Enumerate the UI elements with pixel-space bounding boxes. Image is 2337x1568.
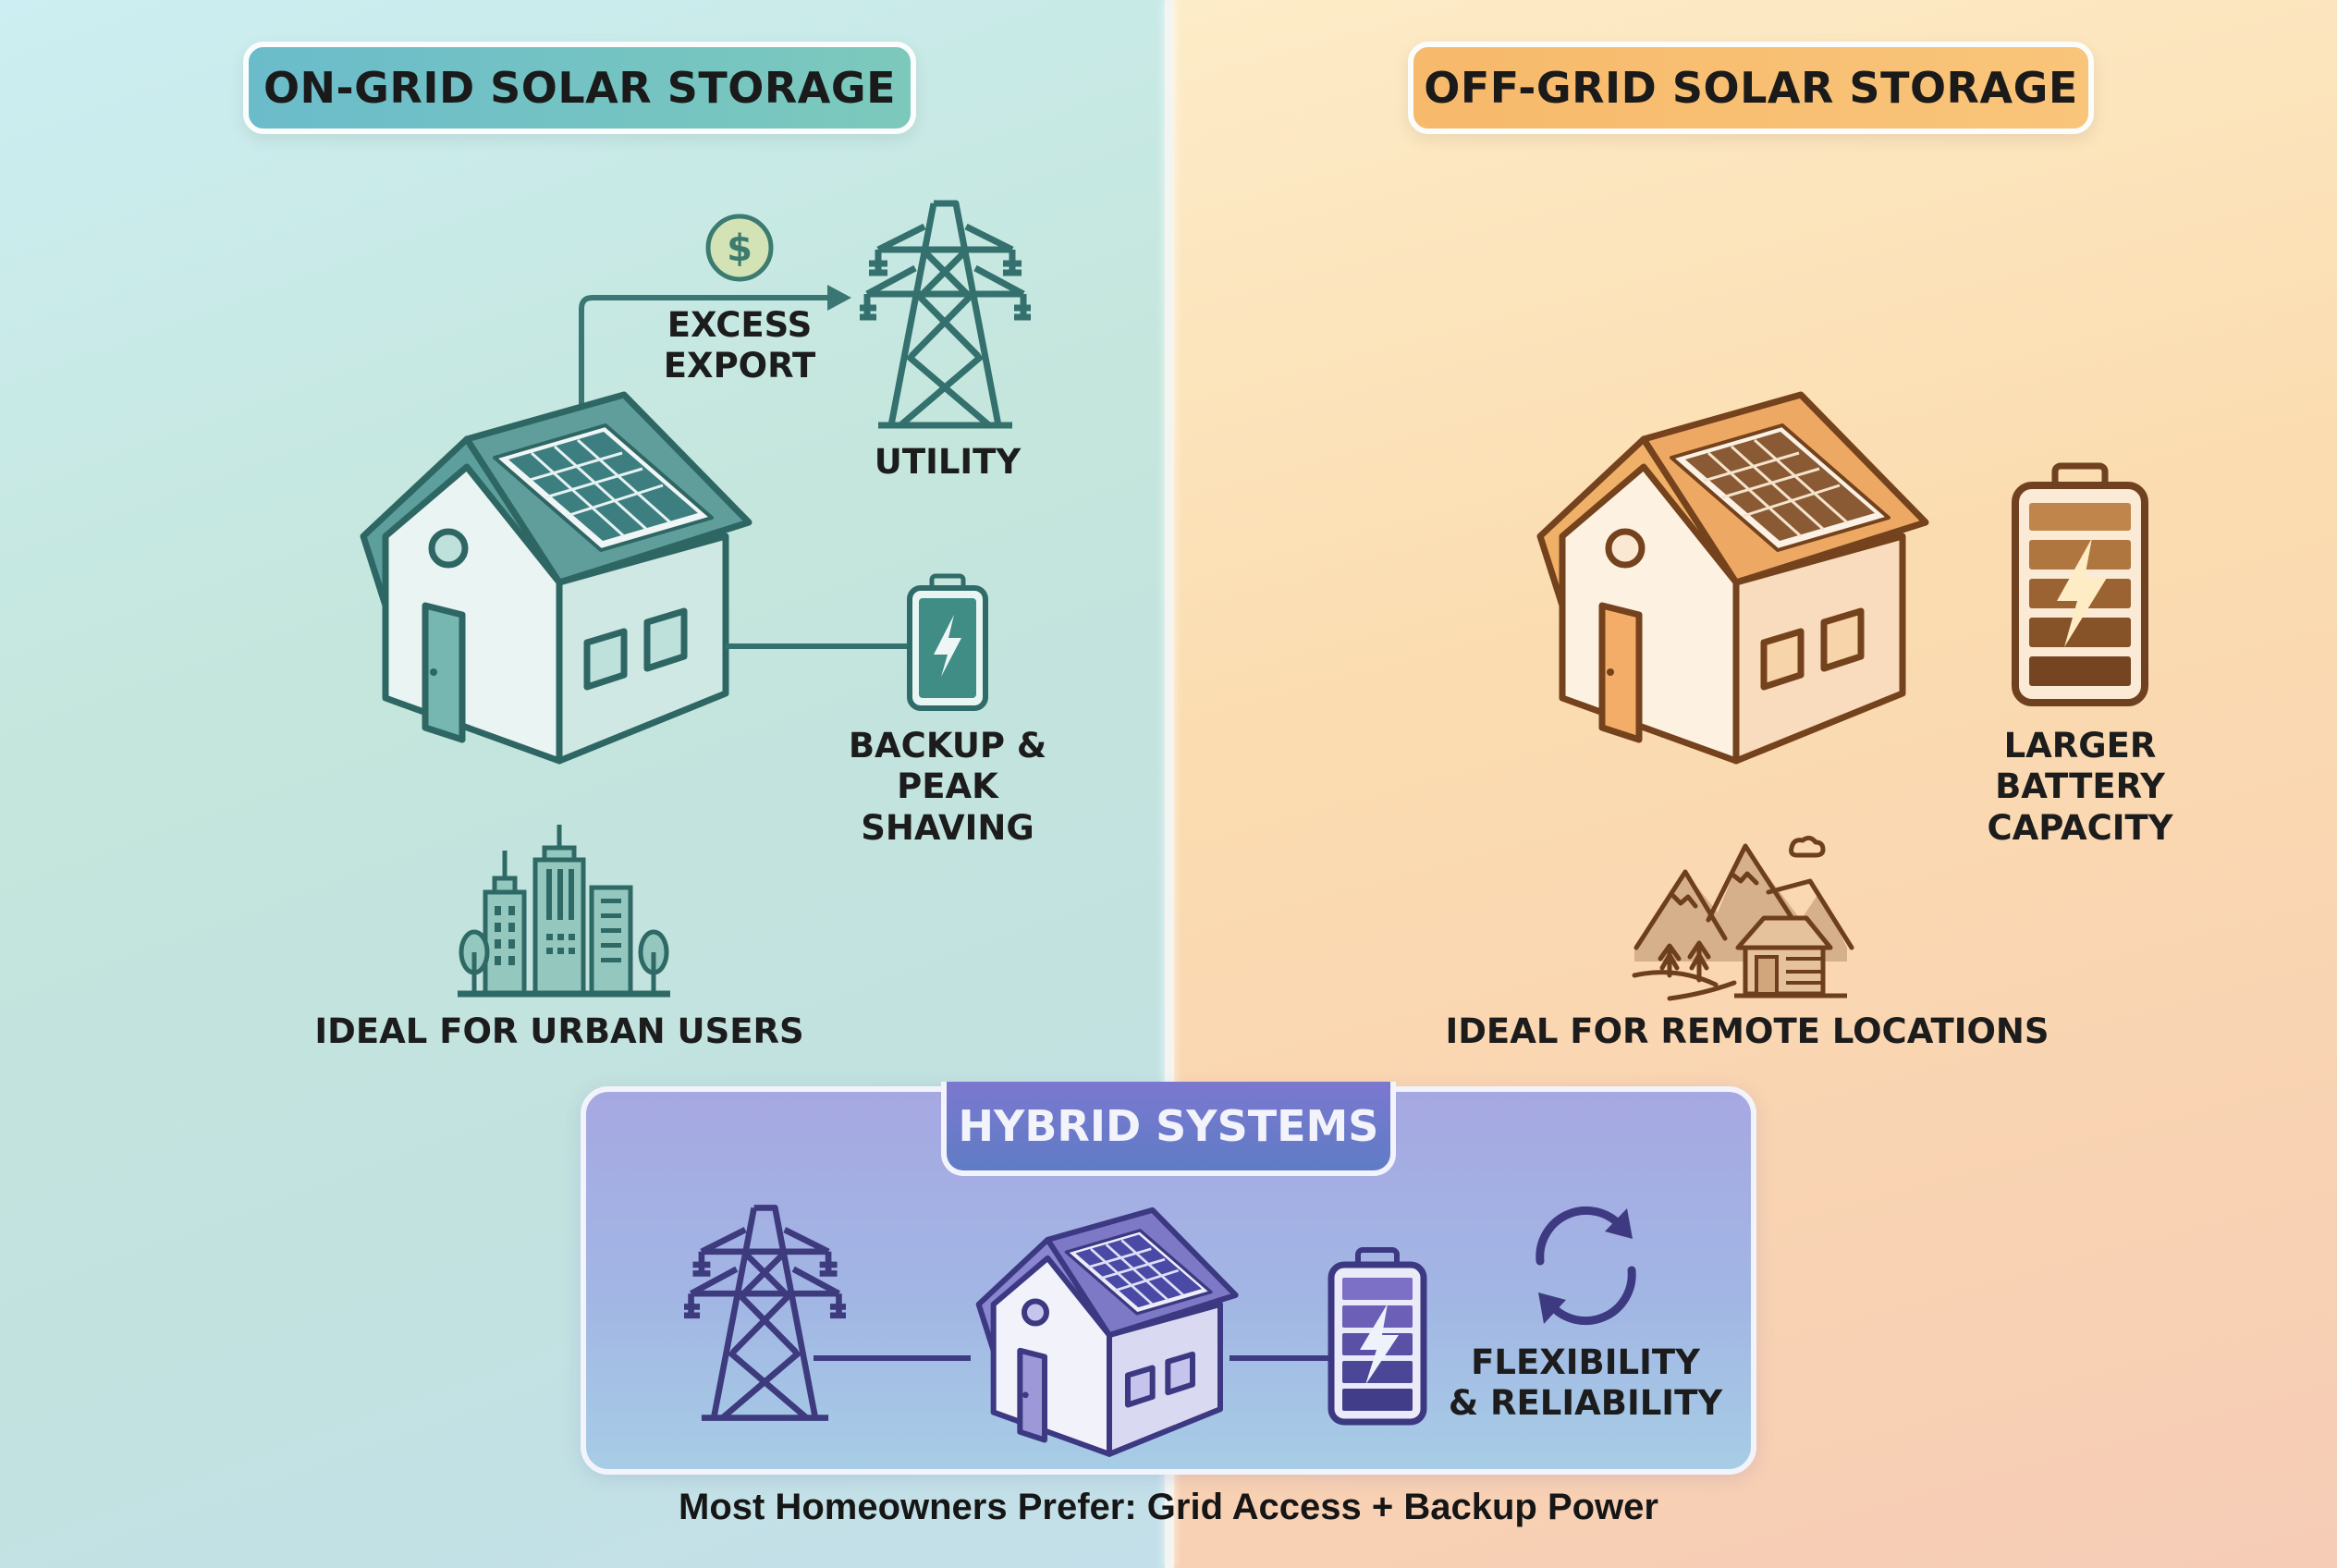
flexibility-line2: & RELIABILITY bbox=[1448, 1383, 1723, 1424]
cycle-arrows-icon bbox=[1536, 1206, 1636, 1326]
on-grid-title: ON-GRID SOLAR STORAGE bbox=[243, 42, 916, 134]
hybrid-power-tower-icon bbox=[684, 1205, 846, 1421]
hybrid-title: HYBRID SYSTEMS bbox=[941, 1082, 1396, 1176]
export-line: EXPORT bbox=[663, 346, 816, 386]
power-tower-icon bbox=[860, 200, 1031, 429]
house-solar-icon bbox=[360, 391, 752, 765]
utility-label: UTILITY bbox=[874, 442, 1022, 482]
battery-connection-line bbox=[726, 643, 911, 649]
city-buildings-icon bbox=[458, 825, 670, 998]
battery-line1: LARGER BATTERY bbox=[1995, 726, 2165, 807]
excess-export-label: EXCESS EXPORT bbox=[647, 305, 832, 387]
svg-text:$: $ bbox=[727, 227, 752, 270]
battery-line2: CAPACITY bbox=[1987, 807, 2173, 848]
backup-label: BACKUP & PEAK SHAVING bbox=[804, 726, 1091, 849]
backup-line1: BACKUP & bbox=[848, 726, 1047, 766]
dollar-coin-icon: $ bbox=[705, 214, 774, 282]
panel-divider bbox=[1165, 0, 1174, 1568]
battery-icon bbox=[907, 573, 988, 711]
export-arrow-icon bbox=[579, 285, 851, 407]
hybrid-battery-icon bbox=[1328, 1247, 1427, 1426]
footer-caption: Most Homeowners Prefer: Grid Access + Ba… bbox=[679, 1487, 1658, 1527]
urban-label: IDEAL FOR URBAN USERS bbox=[314, 1011, 804, 1051]
flexibility-label: FLEXIBILITY & RELIABILITY bbox=[1442, 1342, 1729, 1425]
house-solar-icon-offgrid bbox=[1536, 391, 1929, 765]
excess-line: EXCESS bbox=[667, 305, 813, 345]
hybrid-connection-lines bbox=[814, 1355, 1340, 1361]
remote-label: IDEAL FOR REMOTE LOCATIONS bbox=[1445, 1011, 2049, 1051]
battery-capacity-label: LARGER BATTERY CAPACITY bbox=[1914, 726, 2246, 849]
large-battery-icon bbox=[2012, 462, 2148, 706]
mountain-cabin-icon bbox=[1632, 835, 1854, 1001]
backup-line2: PEAK SHAVING bbox=[861, 766, 1034, 848]
hybrid-house-solar-icon bbox=[975, 1207, 1239, 1457]
off-grid-title: OFF-GRID SOLAR STORAGE bbox=[1408, 42, 2094, 134]
flexibility-line1: FLEXIBILITY bbox=[1471, 1342, 1700, 1382]
